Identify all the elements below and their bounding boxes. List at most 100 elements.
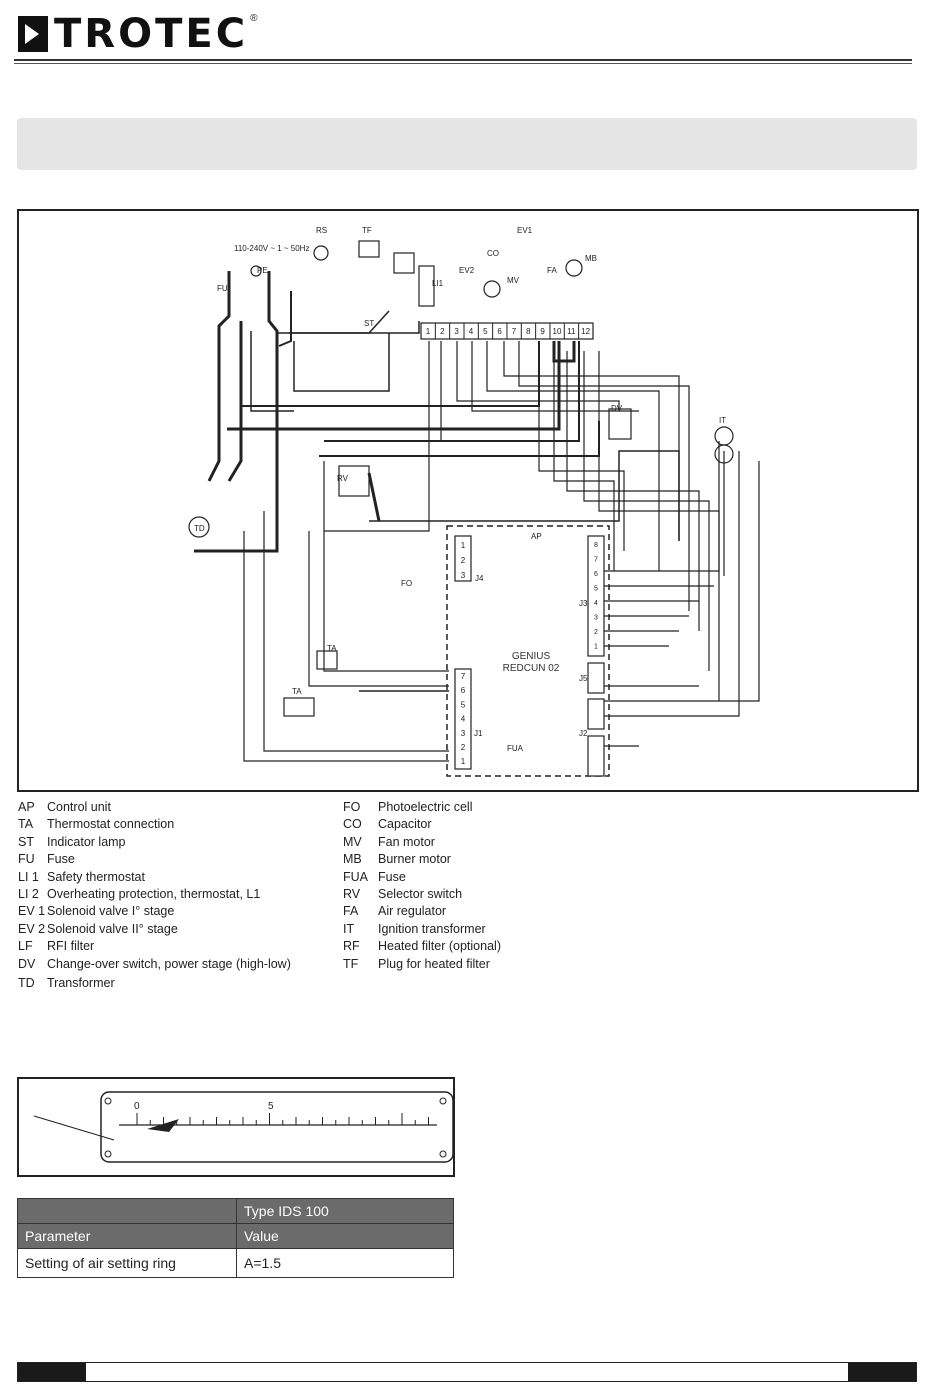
scale-plate <box>100 1091 453 1163</box>
label-tf: TF <box>362 226 372 235</box>
section-banner <box>17 118 917 170</box>
legend-text: Indicator lamp <box>47 834 126 849</box>
legend-code: FU <box>18 852 35 867</box>
legend-code: LI 2 <box>18 887 39 902</box>
table-row: Setting of air setting ring A=1.5 <box>17 1248 454 1278</box>
footer-right-block <box>848 1363 916 1381</box>
air-setting-scale: 0 5 <box>17 1077 455 1177</box>
terminal-number: 4 <box>469 327 474 336</box>
j1-pin-number: 7 <box>461 672 466 681</box>
screw-icon <box>104 1097 112 1105</box>
j4-pin-number: 2 <box>461 556 466 565</box>
legend-item: RF Heated filter (optional) <box>343 938 501 955</box>
legend-item: DV Change-over switch, power stage (high-… <box>18 956 291 973</box>
legend-code: FUA <box>343 869 368 884</box>
legend-code: RF <box>343 939 360 954</box>
label-pe: PE <box>257 266 268 275</box>
label-it: IT <box>719 416 726 425</box>
terminal-number: 6 <box>497 327 502 336</box>
label-rv: RV <box>337 474 349 483</box>
air-setting-pointer-icon <box>147 1119 179 1132</box>
control-unit-label-2: REDCUN 02 <box>503 663 560 674</box>
legend-code: CO <box>343 817 362 832</box>
label-td: TD <box>194 524 205 533</box>
legend-code: TA <box>18 817 34 832</box>
j1-pin-number: 6 <box>461 686 466 695</box>
legend-code: LF <box>18 939 33 954</box>
legend-text: Fan motor <box>378 834 435 849</box>
legend-code: FA <box>343 904 359 919</box>
legend-text: Capacitor <box>378 817 432 832</box>
table-header-type: Type IDS 100 <box>236 1198 454 1224</box>
header-rule <box>14 59 912 61</box>
label-j4: J4 <box>475 574 484 583</box>
legend-item: TA Thermostat connection <box>18 816 291 833</box>
j3-pin-number: 5 <box>594 586 598 593</box>
header-rule-thin <box>14 63 912 64</box>
screw-icon <box>439 1097 447 1105</box>
label-j3: J3 <box>579 599 588 608</box>
legend-code: EV 1 <box>18 904 46 919</box>
label-st: ST <box>364 319 374 328</box>
legend-code: LI 1 <box>18 869 39 884</box>
label-fa: FA <box>547 266 557 275</box>
legend-text: Selector switch <box>378 887 463 902</box>
terminal-number: 2 <box>440 327 445 336</box>
label-mv: MV <box>507 276 520 285</box>
j3-pin-number: 3 <box>594 615 598 622</box>
j1-pin-number: 4 <box>461 715 466 724</box>
label-mb: MB <box>585 254 597 263</box>
j3-pin-number: 2 <box>594 629 598 636</box>
legend-code: MB <box>343 852 362 867</box>
air-setting-scale-svg: 0 5 <box>33 1091 453 1163</box>
pointer-callout-line <box>33 1115 115 1141</box>
legend-text: Thermostat connection <box>47 817 175 832</box>
table-row: Parameter Value <box>17 1223 454 1249</box>
legend-text: Burner motor <box>378 852 451 867</box>
terminal-number: 8 <box>526 327 531 336</box>
table-row: Type IDS 100 <box>17 1198 454 1224</box>
legend-code: FO <box>343 800 361 814</box>
legend-code: RV <box>343 887 361 902</box>
terminal-number: 5 <box>483 327 488 336</box>
legend-text: Ignition transformer <box>378 921 486 936</box>
j1-pin-number: 1 <box>461 757 466 766</box>
legend-item: FO Photoelectric cell <box>343 799 501 816</box>
legend-text: Solenoid valve I° stage <box>47 904 175 919</box>
scale-label-0: 0 <box>134 1101 140 1112</box>
legend-code: ST <box>18 834 34 849</box>
j3-pin-number: 1 <box>594 644 598 651</box>
legend-code: DV <box>18 956 36 971</box>
legend-item: RV Selector switch <box>343 886 501 903</box>
terminal-number: 12 <box>581 327 590 336</box>
footer-left-block <box>18 1363 86 1381</box>
scale-label-5: 5 <box>268 1101 274 1112</box>
legend-text: Solenoid valve II° stage <box>47 921 178 936</box>
legend-item: FUA Fuse <box>343 869 501 886</box>
label-j2: J2 <box>579 729 588 738</box>
legend-text: Transformer <box>47 976 115 991</box>
legend-text: Change-over switch, power stage (high-lo… <box>47 956 291 971</box>
legend-text: Fuse <box>378 869 406 884</box>
legend-code: IT <box>343 921 355 936</box>
terminal-number: 3 <box>454 327 459 336</box>
legend-item: IT Ignition transformer <box>343 921 501 938</box>
label-dv: DV <box>611 404 623 413</box>
label-ap: AP <box>531 532 542 541</box>
legend-text: Heated filter (optional) <box>378 939 501 954</box>
legend-item: MB Burner motor <box>343 851 501 868</box>
legend-text: Photoelectric cell <box>378 800 473 814</box>
legend-item: ST Indicator lamp <box>18 834 291 851</box>
label-li1: LI1 <box>432 279 444 288</box>
legend-code: EV 2 <box>18 921 46 936</box>
j3-pin-number: 8 <box>594 542 598 549</box>
legend-text: Safety thermostat <box>47 869 145 884</box>
registered-mark: ® <box>250 12 258 24</box>
